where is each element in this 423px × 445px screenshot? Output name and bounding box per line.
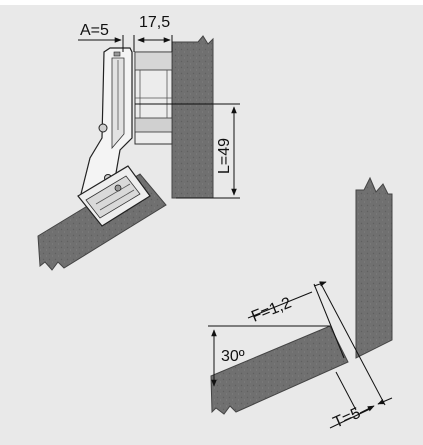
dimension-length — [135, 103, 240, 199]
dim-t-label: T=5 — [331, 405, 364, 432]
dim-a-label: A=5 — [80, 22, 109, 39]
lower-angle-diagram: 30º F=1,2 T=5 — [208, 176, 393, 432]
cabinet-side-panel — [171, 35, 214, 199]
dim-length-label: L=49 — [216, 138, 233, 174]
top-band — [0, 0, 423, 5]
hinge-cup — [77, 165, 151, 227]
lower-cabinet-panel — [355, 176, 393, 359]
angle-reference — [208, 325, 330, 387]
dimension-a-width — [78, 35, 173, 52]
dim-width-label: 17,5 — [139, 14, 170, 31]
dimension-f — [247, 281, 386, 406]
dim-angle-label: 30º — [221, 348, 245, 365]
dim-f-label: F=1,2 — [249, 294, 294, 325]
mounting-plate — [134, 51, 173, 145]
lower-door-panel — [210, 325, 349, 415]
upper-hinge-diagram: A=5 17,5 L=49 — [37, 14, 240, 271]
dimension-t — [329, 371, 393, 429]
